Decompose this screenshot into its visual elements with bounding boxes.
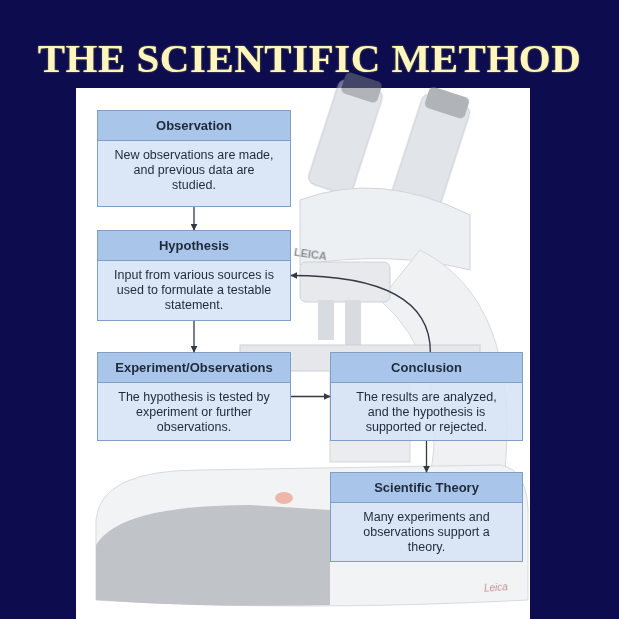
process-box: ConclusionThe results are analyzed, and …	[330, 352, 523, 441]
flow-arrow	[193, 321, 194, 352]
box-heading: Observation	[98, 111, 290, 141]
box-body-text: The results are analyzed, and the hypoth…	[331, 383, 522, 439]
flow-arrow	[193, 207, 194, 230]
box-heading: Experiment/Observations	[98, 353, 290, 383]
box-heading: Scientific Theory	[331, 473, 522, 503]
flow-arrow	[291, 276, 430, 353]
process-box: HypothesisInput from various sources is …	[97, 230, 291, 321]
objective-lens	[345, 300, 361, 346]
box-body-text: The hypothesis is tested by experiment o…	[98, 383, 290, 439]
title-heading: THE SCIENTIFIC METHOD	[0, 34, 619, 82]
box-heading: Hypothesis	[98, 231, 290, 261]
nosepiece	[300, 262, 390, 302]
process-box: Scientific TheoryMany experiments and ob…	[330, 472, 523, 562]
brand-label: Leica	[484, 581, 509, 594]
power-button	[275, 492, 293, 504]
box-body-text: New observations are made, and previous …	[98, 141, 290, 197]
base-dark-panel	[96, 505, 330, 606]
flow-arrow	[291, 396, 330, 397]
box-body-text: Input from various sources is used to fo…	[98, 261, 290, 317]
flow-arrow	[426, 441, 427, 472]
objective-lens	[318, 300, 334, 340]
process-box: ObservationNew observations are made, an…	[97, 110, 291, 207]
process-box: Experiment/ObservationsThe hypothesis is…	[97, 352, 291, 441]
box-body-text: Many experiments and observations suppor…	[331, 503, 522, 559]
microscope-base	[96, 465, 528, 606]
eyepiece-cap	[424, 86, 471, 120]
microscope-drawing	[96, 59, 528, 606]
box-heading: Conclusion	[331, 353, 522, 383]
